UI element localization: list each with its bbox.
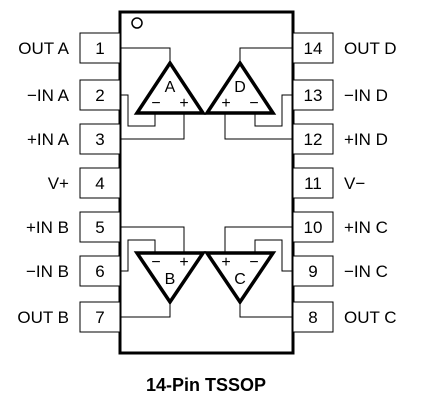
pin-box — [79, 255, 121, 287]
pin-number: 5 — [95, 218, 104, 237]
opamp-d-triangle — [203, 59, 277, 115]
pin-label: −IN D — [344, 86, 388, 105]
pin-box — [79, 211, 121, 243]
pin-box — [292, 301, 334, 333]
opamp-name: C — [234, 271, 246, 288]
opamp-input-sign: − — [151, 95, 160, 112]
pin-box — [79, 301, 121, 333]
internal-wiring — [120, 47, 293, 318]
pin-number: 10 — [304, 218, 323, 237]
opamp-name: A — [165, 79, 176, 96]
pin-box — [79, 32, 121, 64]
pin-label: +IN B — [26, 218, 69, 237]
opamp-input-sign: + — [221, 95, 230, 112]
pin-number: 4 — [95, 174, 104, 193]
opamp-input-sign: + — [179, 254, 188, 271]
pin-number: 8 — [308, 308, 317, 327]
pin-number: 13 — [304, 86, 323, 105]
pins-right — [292, 32, 334, 333]
opamp-b-triangle — [133, 251, 207, 306]
pin-label: +IN C — [344, 218, 388, 237]
pin-number: 3 — [95, 130, 104, 149]
pin-label: −IN B — [26, 262, 69, 281]
pin-box — [292, 255, 334, 287]
pin-number: 1 — [95, 39, 104, 58]
pin-number: 12 — [304, 130, 323, 149]
pin-number: 7 — [95, 308, 104, 327]
opamp-input-sign: + — [221, 254, 230, 271]
pin-number: 9 — [308, 262, 317, 281]
pin-number: 11 — [304, 174, 322, 193]
opamp-input-sign: − — [249, 95, 258, 112]
pin-box — [292, 167, 334, 199]
pin-label: OUT A — [18, 39, 69, 58]
pin-label: OUT D — [344, 39, 397, 58]
package-label: 14-Pin TSSOP — [146, 375, 266, 395]
pin-label: V+ — [48, 174, 69, 193]
pin-number: 6 — [95, 262, 104, 281]
pin-number: 2 — [95, 86, 104, 105]
pins-left — [79, 32, 121, 333]
pin-box — [292, 123, 334, 155]
opamp-c-triangle — [203, 251, 277, 306]
pin-label: +IN D — [344, 130, 388, 149]
pin-label: OUT B — [17, 308, 69, 327]
pin-label: +IN A — [27, 130, 70, 149]
pin-box — [79, 79, 121, 111]
opamp-name: B — [165, 271, 176, 288]
pin-box — [79, 167, 121, 199]
pin-number: 14 — [304, 39, 323, 58]
ic-body — [118, 10, 295, 355]
pin-label: −IN C — [344, 262, 388, 281]
pin-label: OUT C — [344, 308, 397, 327]
pin-label: −IN A — [27, 86, 70, 105]
opamp-input-sign: − — [249, 254, 258, 271]
pin-label: V− — [344, 174, 365, 193]
opamp-input-sign: − — [151, 254, 160, 271]
opamp-a-triangle — [133, 59, 207, 115]
pin1-marker — [131, 17, 143, 29]
opamp-input-sign: + — [179, 95, 188, 112]
opamp-name: D — [234, 79, 246, 96]
pin-box — [292, 79, 334, 111]
